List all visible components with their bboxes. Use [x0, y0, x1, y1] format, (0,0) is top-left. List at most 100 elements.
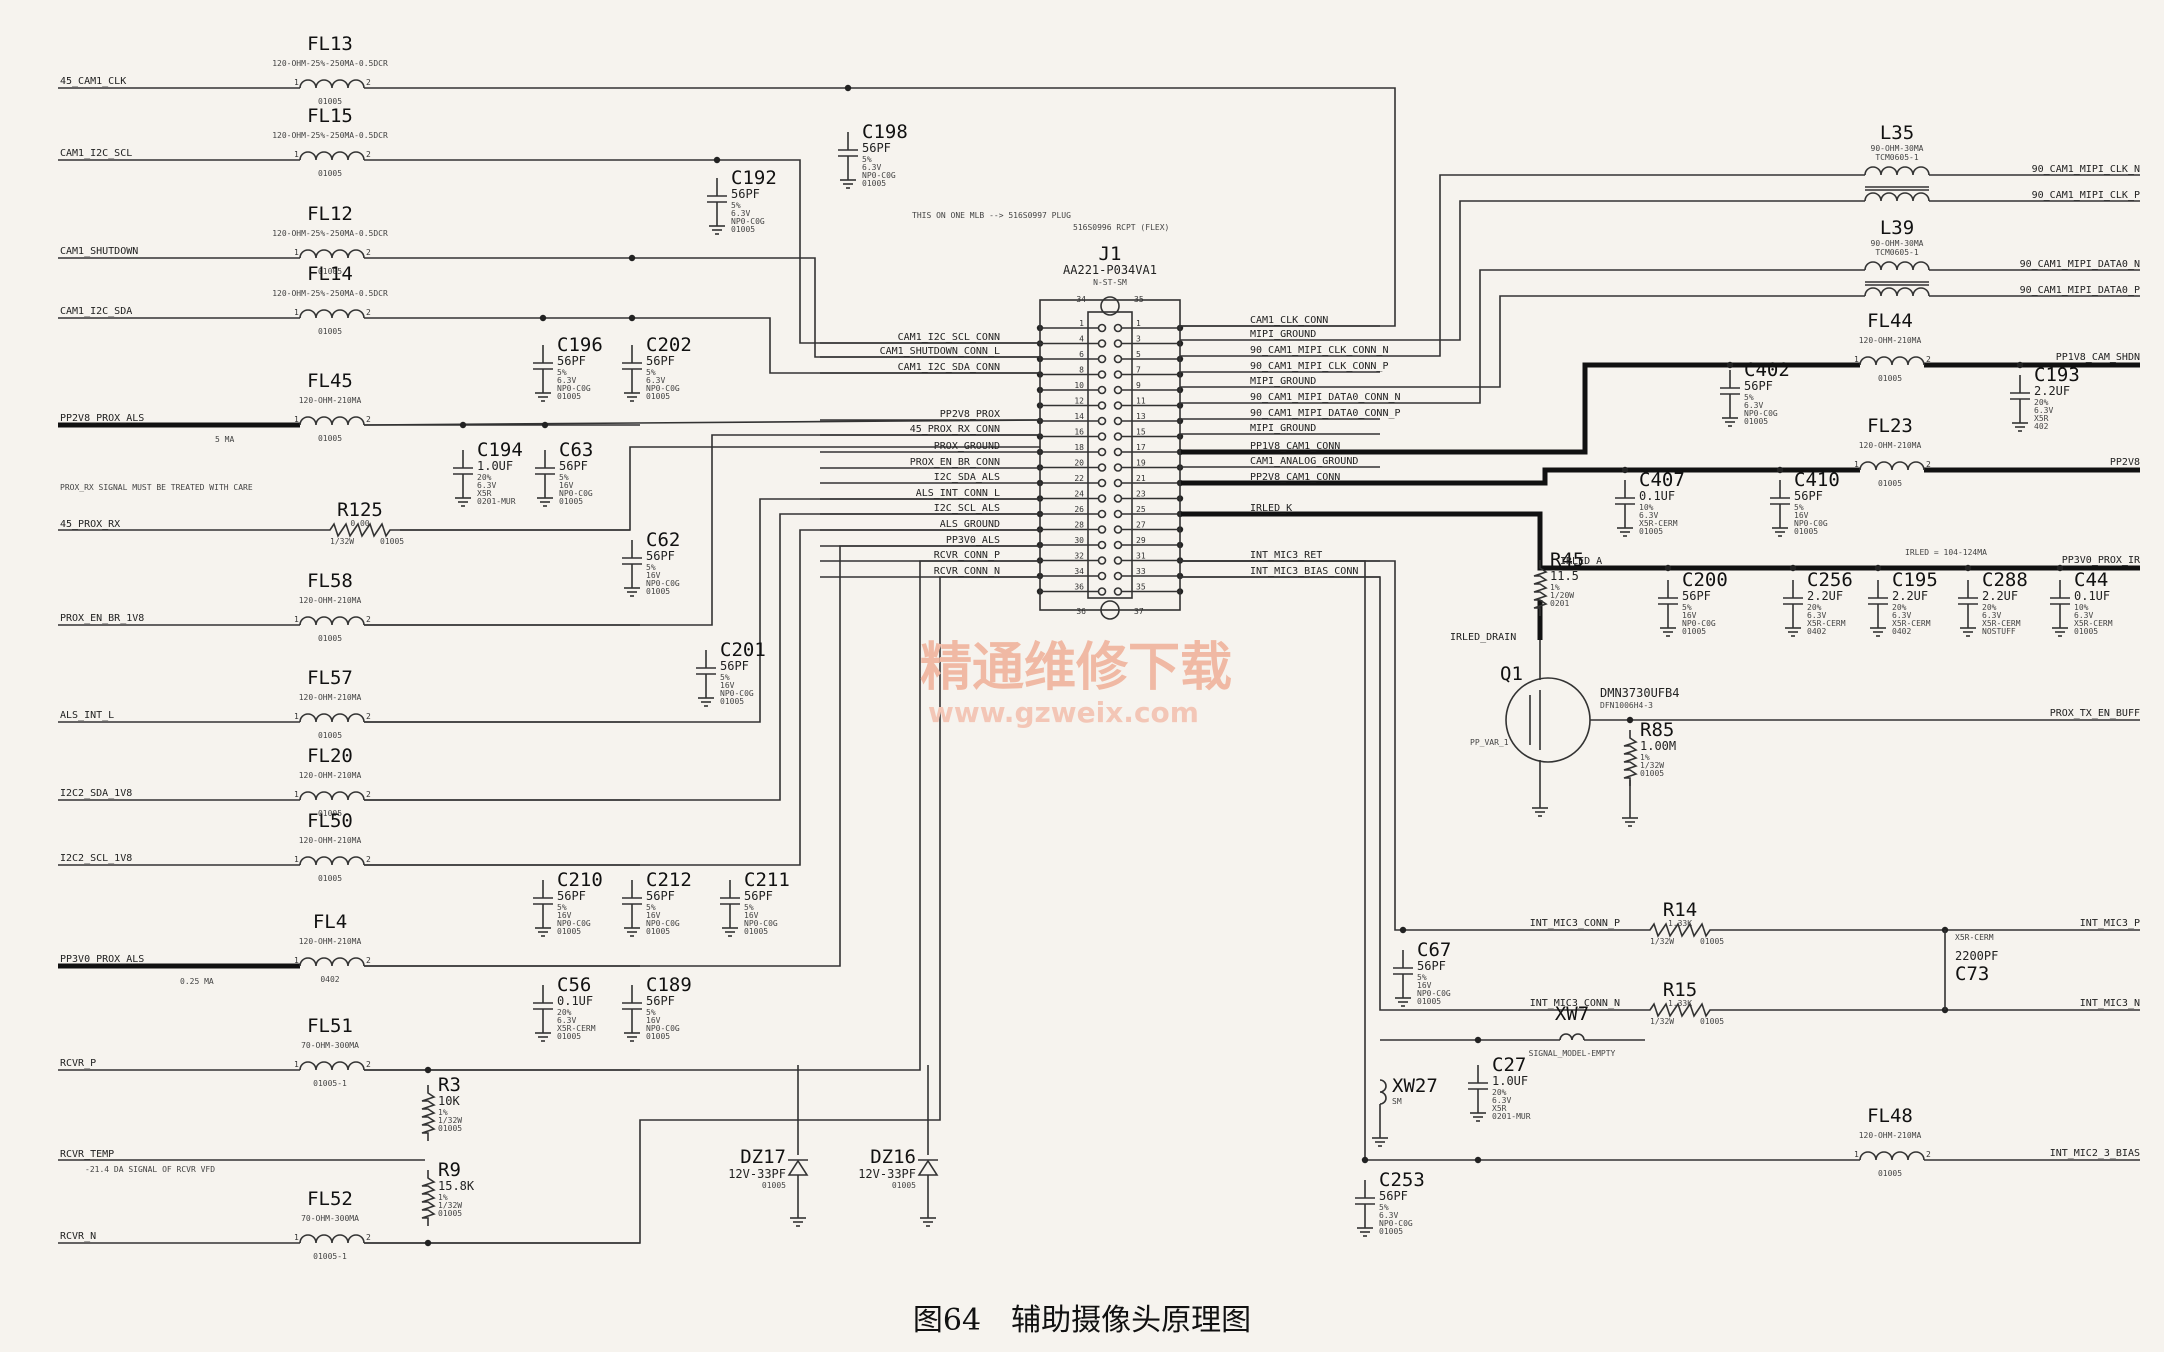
j1-contact [1097, 370, 1107, 379]
filter-ref: FL12 [307, 203, 353, 225]
wire [363, 419, 1041, 426]
cap-value: 2.2UF [2034, 384, 2070, 398]
cap-dielectric: X5R-CERM [1892, 619, 1931, 628]
left-net: ALS_INT_L [60, 710, 114, 721]
cap-dielectric: NP0-C0G [1744, 409, 1778, 418]
right-net: 90_CAM1_MIPI_DATA0_P [2020, 285, 2140, 296]
junction-dot [539, 314, 547, 322]
pin-number: 2 [1926, 355, 1931, 364]
cap-voltage: 16V [720, 681, 735, 690]
res-value: 10K [438, 1094, 460, 1108]
cap-package: 01005 [557, 1032, 581, 1041]
cap-value: 56PF [646, 994, 675, 1008]
cap-package: 0402 [1807, 627, 1826, 636]
cap-tolerance: 5% [731, 201, 741, 210]
junction-dot [2016, 361, 2024, 369]
filter-package: 01005 [318, 267, 342, 276]
note-5ma: 5 MA [215, 435, 234, 444]
pin-number: 2 [366, 1060, 371, 1069]
cap-dielectric: NP0-C0G [557, 384, 591, 393]
ground-symbol [790, 1210, 806, 1227]
filter-value: 120-OHM-210MA [299, 771, 362, 780]
pin-number: 2 [366, 855, 371, 864]
cap-value: 56PF [646, 889, 675, 903]
res-tolerance: 1% [438, 1108, 448, 1117]
cap-ref: C62 [646, 529, 680, 551]
wire [640, 87, 1396, 327]
cap-tolerance: 20% [1807, 603, 1822, 612]
watermark: 精通维修下载 www.gzweix.com [920, 637, 1232, 729]
j1-pin: 6 [1079, 350, 1084, 359]
j1-pin: 34 [1074, 567, 1084, 576]
cap-value: 56PF [744, 889, 773, 903]
inductor-coil [299, 309, 365, 319]
j1-contact [1113, 401, 1123, 410]
resistor-body [1533, 560, 1548, 616]
filter-value: 70-OHM-300MA [301, 1214, 359, 1223]
filter-package: 01005 [318, 634, 342, 643]
j1-pin: 32 [1074, 552, 1084, 561]
xw7-body [1559, 1033, 1585, 1041]
right-net: INT_MIC3_N [2080, 998, 2140, 1009]
inductor-coil [299, 151, 365, 161]
pin-number: 1 [294, 308, 299, 317]
note-rcvr-temp: -21.4 DA SIGNAL OF RCVR VFD [85, 1165, 215, 1174]
j1-contact [1097, 525, 1107, 534]
figure-caption: 图64 辅助摄像头原理图 [912, 1303, 1252, 1338]
cap-package: 0201-MUR [1492, 1112, 1531, 1121]
j1-pin: 12 [1074, 397, 1084, 406]
res-ref: R15 [1663, 979, 1697, 1001]
cap-dielectric: NP0-C0G [1379, 1219, 1413, 1228]
ground-symbol [535, 1025, 551, 1042]
cap-dielectric: X5R [477, 489, 492, 498]
j1-pin: 29 [1136, 536, 1146, 545]
ground-symbol [624, 580, 640, 597]
filter-package: 01005 [318, 327, 342, 336]
pin-number: 1 [294, 956, 299, 965]
j1-mount-hole [1100, 296, 1120, 316]
cap-tolerance: 20% [477, 473, 492, 482]
pin-number: 2 [366, 308, 371, 317]
junction-dot [1789, 564, 1797, 572]
cap-dielectric: NP0-C0G [646, 579, 680, 588]
filter-package: 01005 [318, 731, 342, 740]
wire [640, 159, 1040, 344]
cap-value: 2200PF [1955, 949, 1998, 963]
filter-value: 120-OHM-210MA [299, 937, 362, 946]
net-irled-drain: IRLED_DRAIN [1450, 632, 1516, 643]
cap-tolerance: 20% [557, 1008, 572, 1017]
j1-right-net: PP2V8_CAM1_CONN [1250, 472, 1340, 483]
j1-contact [1113, 571, 1123, 581]
left-net: 45_PROX_RX [60, 519, 120, 530]
ground-symbol [709, 218, 725, 235]
res-package: 01005 [1700, 1017, 1724, 1026]
resistor-body [1640, 1002, 1720, 1018]
inductor-coil [299, 616, 365, 626]
j1-contact [1097, 385, 1107, 395]
q1-part: DMN3730UFB4 [1600, 686, 1679, 700]
filter-package: 0402 [320, 975, 339, 984]
cap-value: 0.1UF [557, 994, 593, 1008]
j1-pin: 10 [1074, 381, 1084, 390]
cap-package: 01005 [1744, 417, 1768, 426]
cap-package: 01005 [646, 587, 670, 596]
right-net: 90_CAM1_MIPI_CLK_P [2032, 190, 2140, 201]
cap-dielectric: NP0-C0G [646, 919, 680, 928]
j1-part: AA221-P034VA1 [1063, 263, 1157, 277]
j1-left-net: PROX_GROUND [934, 441, 1000, 452]
cap-tolerance: 5% [646, 1008, 656, 1017]
filter-ref: FL52 [307, 1188, 353, 1210]
ground-symbol [1372, 1130, 1388, 1147]
cap-ref: C253 [1379, 1169, 1425, 1191]
filter-value: 120-OHM-25%-250MA-0.5DCR [272, 289, 388, 298]
